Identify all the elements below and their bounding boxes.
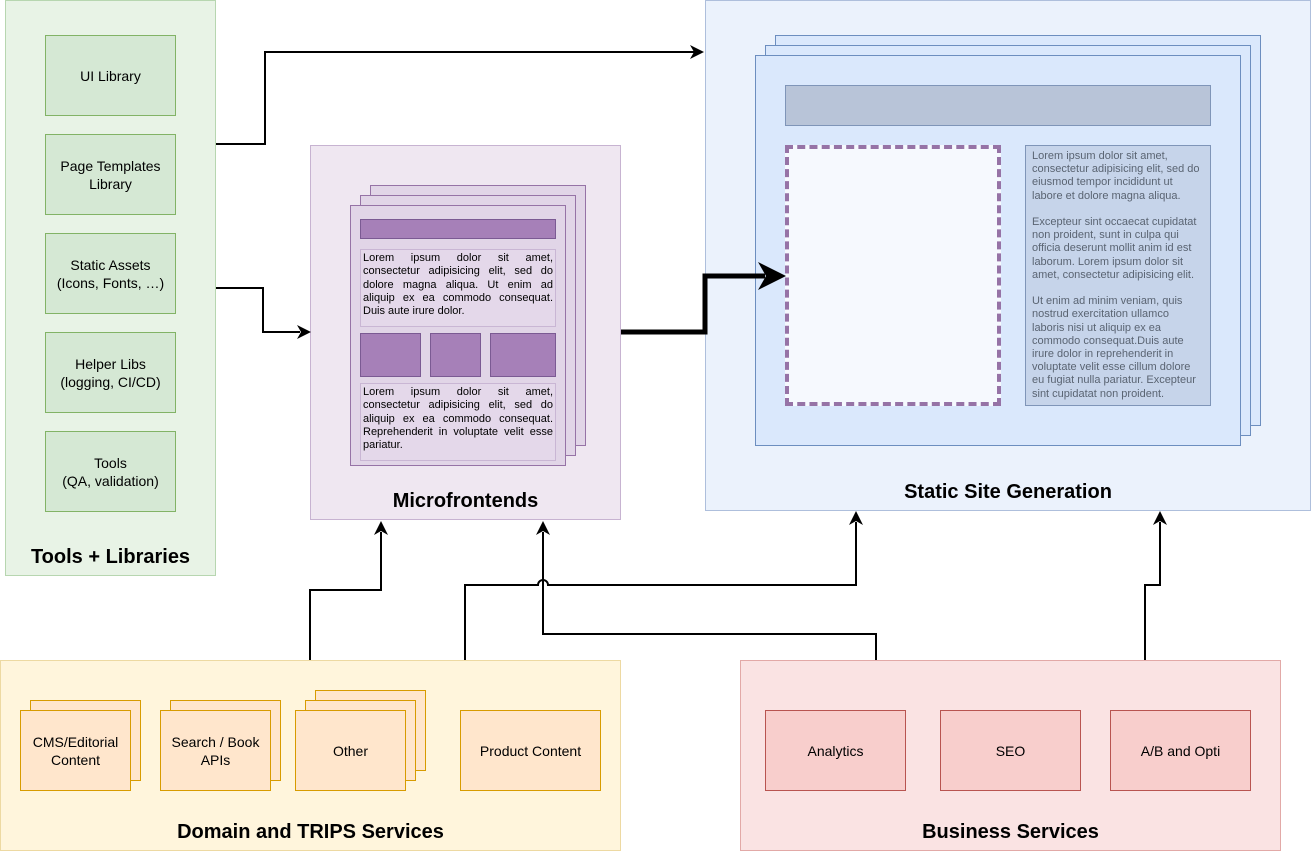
microfrontend-block-3 (490, 333, 556, 377)
other-box: Other (295, 710, 406, 791)
arrowhead-ssg-bottom-1 (849, 511, 863, 525)
search-book-apis-box: Search / Book APIs (160, 710, 271, 791)
connector-domain-to-ssg (464, 522, 857, 660)
microfrontend-header-bar (360, 219, 556, 239)
ssg-header-bar (785, 85, 1211, 126)
connector-domain-to-microfrontends (309, 532, 382, 660)
tools-libraries-title: Tools + Libraries (30, 546, 191, 568)
microfrontend-text-bottom: Lorem ipsum dolor sit amet, consectetur … (360, 383, 556, 461)
ssg-microfrontend-slot (785, 145, 1001, 406)
helper-libs-box: Helper Libs (logging, CI/CD) (45, 332, 176, 413)
microfrontend-block-1 (360, 333, 421, 377)
ui-library-box: UI Library (45, 35, 176, 116)
arrowhead-microfrontends-left (297, 325, 311, 339)
microfrontend-text-top: Lorem ipsum dolor sit amet, consectetur … (360, 249, 556, 327)
connector-tools-to-ssg (216, 51, 694, 145)
business-services-title: Business Services (922, 821, 1099, 843)
ssg-text-block: Lorem ipsum dolor sit amet, consectetur … (1025, 145, 1211, 406)
tools-box: Tools (QA, validation) (45, 431, 176, 512)
arrowhead-ssg-bottom-2 (1153, 511, 1167, 525)
arrowhead-microfrontends-bottom-2 (536, 521, 550, 535)
connector-tools-to-microfrontends (216, 287, 300, 333)
ab-testing-box: A/B and Opti (1110, 710, 1251, 791)
connector-business-to-microfrontends (542, 532, 877, 660)
domain-services-title: Domain and TRIPS Services (177, 821, 444, 843)
page-templates-box: Page Templates Library (45, 134, 176, 215)
analytics-box: Analytics (765, 710, 906, 791)
microfrontends-title: Microfrontends (392, 490, 539, 512)
static-assets-box: Static Assets (Icons, Fonts, …) (45, 233, 176, 314)
microfrontend-block-2 (430, 333, 481, 377)
static-site-generation-title: Static Site Generation (904, 481, 1112, 503)
arrowhead-ssg-top (690, 45, 704, 59)
cms-editorial-box: CMS/Editorial Content (20, 710, 131, 791)
arrowhead-microfrontends-bottom-1 (374, 521, 388, 535)
connector-business-to-ssg (1144, 522, 1161, 660)
product-content-box: Product Content (460, 710, 601, 791)
seo-box: SEO (940, 710, 1081, 791)
